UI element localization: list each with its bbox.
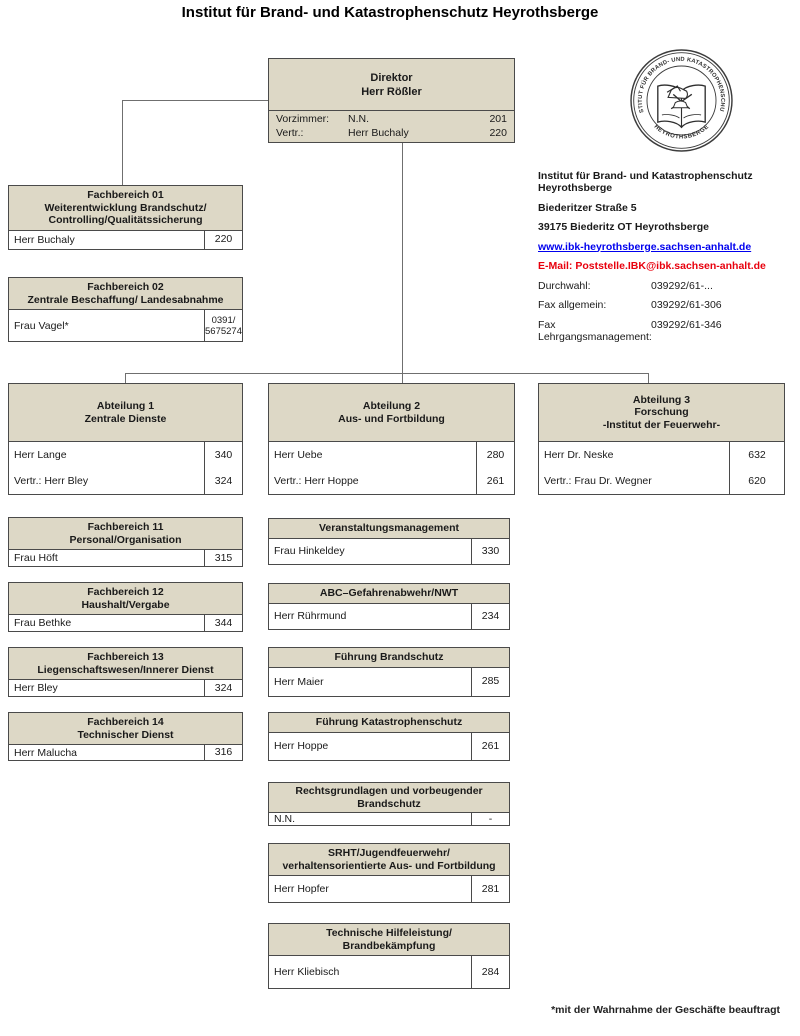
orgbox-direktor: Direktor Herr Rößler Vorzimmer: N.N. 201… (268, 58, 515, 143)
direktor-row-vertreter: Vertr.: Herr Buchaly 220 (276, 127, 507, 139)
orgbox-veranstaltungsmanagement: Veranstaltungsmanagement Frau Hinkeldey … (268, 518, 510, 565)
orgbox-fuehrung-brandschutz: Führung Brandschutz Herr Maier 285 (268, 647, 510, 697)
person-name: Herr Malucha (14, 746, 78, 759)
contact-phone-row: Durchwahl: 039292/61-... (538, 279, 713, 292)
contact-street: Biederitzer Straße 5 (538, 201, 637, 214)
phone-ext: 330 (481, 544, 500, 557)
person-name: Frau Höft (14, 552, 58, 564)
person-name: Herr Kliebisch (274, 966, 340, 978)
orgbox-fachbereich-12: Fachbereich 12 Haushalt/Vergabe Frau Bet… (8, 582, 243, 632)
phone-ext: 324 (214, 681, 233, 694)
orgbox-title: Führung Brandschutz (269, 648, 509, 668)
orgbox-fuehrung-katastrophenschutz: Führung Katastrophenschutz Herr Hoppe 26… (268, 712, 510, 761)
direktor-title: Direktor Herr Rößler (361, 71, 422, 98)
connector-director-left-h (122, 100, 268, 101)
person-name: Herr Hoppe (274, 740, 329, 753)
person-name: Vertr.: Herr Bley (14, 475, 89, 487)
phone-ext: 220 (214, 233, 233, 246)
website-link[interactable]: www.ibk-heyrothsberge.sachsen-anhalt.de (538, 240, 752, 253)
institute-seal-icon: INSTITUT FÜR BRAND- UND KATASTROPHENSCHU… (630, 47, 733, 152)
person-name: N.N. (274, 813, 295, 825)
orgbox-abteilung-1: Abteilung 1 Zentrale Dienste Herr Lange … (8, 383, 243, 495)
connector-drop-abt3 (648, 373, 649, 385)
orgbox-fachbereich-11: Fachbereich 11 Personal/Organisation Fra… (8, 517, 243, 567)
person-name: Herr Dr. Neske (544, 449, 614, 461)
phone-ext: 281 (481, 882, 500, 895)
phone-ext: 315 (214, 551, 233, 564)
phone-ext: 261 (486, 474, 505, 487)
orgbox-abteilung-3: Abteilung 3 Forschung -Institut der Feue… (538, 383, 785, 495)
orgbox-srht-jugendfeuerwehr: SRHT/Jugendfeuerwehr/ verhaltensorientie… (268, 843, 510, 903)
phone-ext: 284 (481, 965, 500, 978)
orgbox-fachbereich-01: Fachbereich 01 Weiterentwicklung Brandsc… (8, 185, 243, 250)
contact-city: 39175 Biederitz OT Heyrothsberge (538, 221, 709, 233)
person-name: Frau Hinkeldey (274, 545, 345, 558)
orgbox-title: Führung Katastrophenschutz (269, 713, 509, 733)
orgbox-title: Fachbereich 01 Weiterentwicklung Brandsc… (9, 186, 242, 231)
orgbox-fachbereich-13: Fachbereich 13 Liegenschaftswesen/Innere… (8, 647, 243, 697)
connector-drop-abt1 (125, 373, 126, 385)
phone-ext: - (488, 812, 493, 825)
person-name: Vertr.: Herr Hoppe (274, 475, 359, 487)
phone-ext: 344 (214, 616, 233, 629)
orgbox-rechtsgrundlagen: Rechtsgrundlagen und vorbeugender Brands… (268, 782, 510, 826)
contact-phone-row: Fax allgemein: 039292/61-306 (538, 299, 722, 311)
person-name: Herr Rührmund (274, 610, 347, 623)
orgbox-abc-gefahrenabwehr: ABC–Gefahrenabwehr/NWT Herr Rührmund 234 (268, 583, 510, 630)
orgbox-technische-hilfeleistung: Technische Hilfeleistung/ Brandbekämpfun… (268, 923, 510, 989)
phone-ext: 324 (214, 474, 233, 487)
connector-director-down (402, 143, 403, 383)
person-name: Herr Maier (274, 675, 324, 688)
phone-ext: 285 (481, 675, 500, 688)
person-name: Herr Hopfer (274, 883, 329, 895)
orgbox-title: ABC–Gefahrenabwehr/NWT (269, 584, 509, 604)
phone-ext: 316 (214, 746, 233, 758)
orgbox-title: Abteilung 3 Forschung -Institut der Feue… (539, 384, 784, 442)
orgbox-title: Abteilung 2 Aus- und Fortbildung (269, 384, 514, 442)
connector-director-left-v (122, 100, 123, 185)
phone-ext: 0391/ 5675274 (205, 314, 242, 337)
contact-block: Institut für Brand- und Katastrophenschu… (538, 170, 794, 350)
footnote: *mit der Wahrnahme der Geschäfte beauftr… (551, 1004, 780, 1016)
page-title: Institut für Brand- und Katastrophenschu… (181, 4, 599, 21)
person-name: Frau Vagel* (14, 319, 69, 332)
orgbox-title: Fachbereich 12 Haushalt/Vergabe (9, 583, 242, 615)
orgbox-title: Fachbereich 02 Zentrale Beschaffung/ Lan… (9, 278, 242, 310)
phone-ext: 234 (481, 609, 500, 622)
person-name: Herr Lange (14, 449, 67, 461)
connector-departments-h (125, 373, 649, 374)
phone-ext: 632 (748, 448, 766, 461)
orgbox-title: SRHT/Jugendfeuerwehr/ verhaltensorientie… (269, 844, 509, 876)
orgbox-title: Abteilung 1 Zentrale Dienste (9, 384, 242, 442)
phone-ext: 620 (748, 474, 766, 487)
phone-ext: 340 (214, 448, 233, 461)
orgbox-fachbereich-02: Fachbereich 02 Zentrale Beschaffung/ Lan… (8, 277, 243, 342)
direktor-rows: Vorzimmer: N.N. 201 Vertr.: Herr Buchaly… (269, 110, 514, 142)
person-name: Vertr.: Frau Dr. Wegner (544, 475, 652, 487)
orgbox-title: Rechtsgrundlagen und vorbeugender Brands… (269, 783, 509, 813)
contact-org-name: Institut für Brand- und Katastrophenschu… (538, 170, 753, 194)
orgbox-title: Fachbereich 13 Liegenschaftswesen/Innere… (9, 648, 242, 680)
person-name: Frau Bethke (14, 617, 72, 629)
person-name: Herr Bley (14, 682, 58, 694)
person-name: Herr Buchaly (14, 233, 75, 246)
orgbox-title: Fachbereich 11 Personal/Organisation (9, 518, 242, 550)
phone-ext: 280 (486, 448, 505, 461)
direktor-row-vorzimmer: Vorzimmer: N.N. 201 (276, 113, 507, 125)
phone-ext: 261 (481, 739, 500, 752)
email-link[interactable]: E-Mail: Poststelle.IBK@ibk.sachsen-anhal… (538, 260, 766, 272)
orgbox-abteilung-2: Abteilung 2 Aus- und Fortbildung Herr Ue… (268, 383, 515, 495)
contact-phone-row: Fax Lehrgangsmanagement: 039292/61-346 (538, 318, 722, 343)
orgbox-title: Technische Hilfeleistung/ Brandbekämpfun… (269, 924, 509, 956)
person-name: Herr Uebe (274, 449, 323, 461)
orgbox-title: Fachbereich 14 Technischer Dienst (9, 713, 242, 745)
orgbox-fachbereich-14: Fachbereich 14 Technischer Dienst Herr M… (8, 712, 243, 761)
orgbox-title: Veranstaltungsmanagement (269, 519, 509, 539)
